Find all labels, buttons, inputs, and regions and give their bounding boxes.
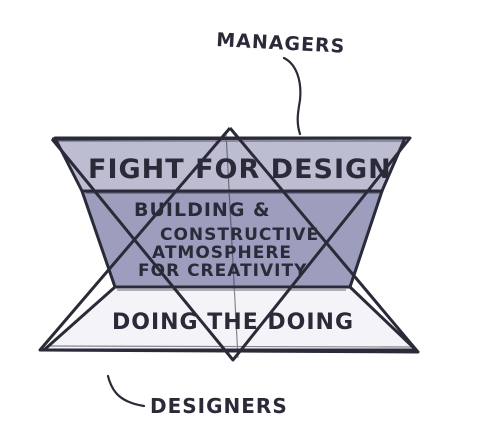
building-label-line-1: BUILDING &: [134, 199, 271, 221]
doing-the-doing-label: DOING THE DOING: [112, 310, 354, 335]
building-label-line-4: FOR CREATIVITY: [138, 261, 307, 281]
managers-label: MANAGERS: [216, 29, 346, 58]
building-label-line-3: ATMOSPHERE: [152, 243, 292, 263]
designers-leader: [106, 374, 146, 408]
managers-triangle: [50, 136, 412, 362]
fight-for-design-label: FIGHT FOR DESIGN: [88, 154, 392, 185]
designers-triangle: [38, 127, 420, 354]
designers-label: DESIGNERS: [150, 394, 288, 418]
building-label-line-2: CONSTRUCTIVE: [160, 225, 319, 245]
sketch-lines: [47, 131, 415, 359]
managers-leader: [282, 56, 302, 136]
